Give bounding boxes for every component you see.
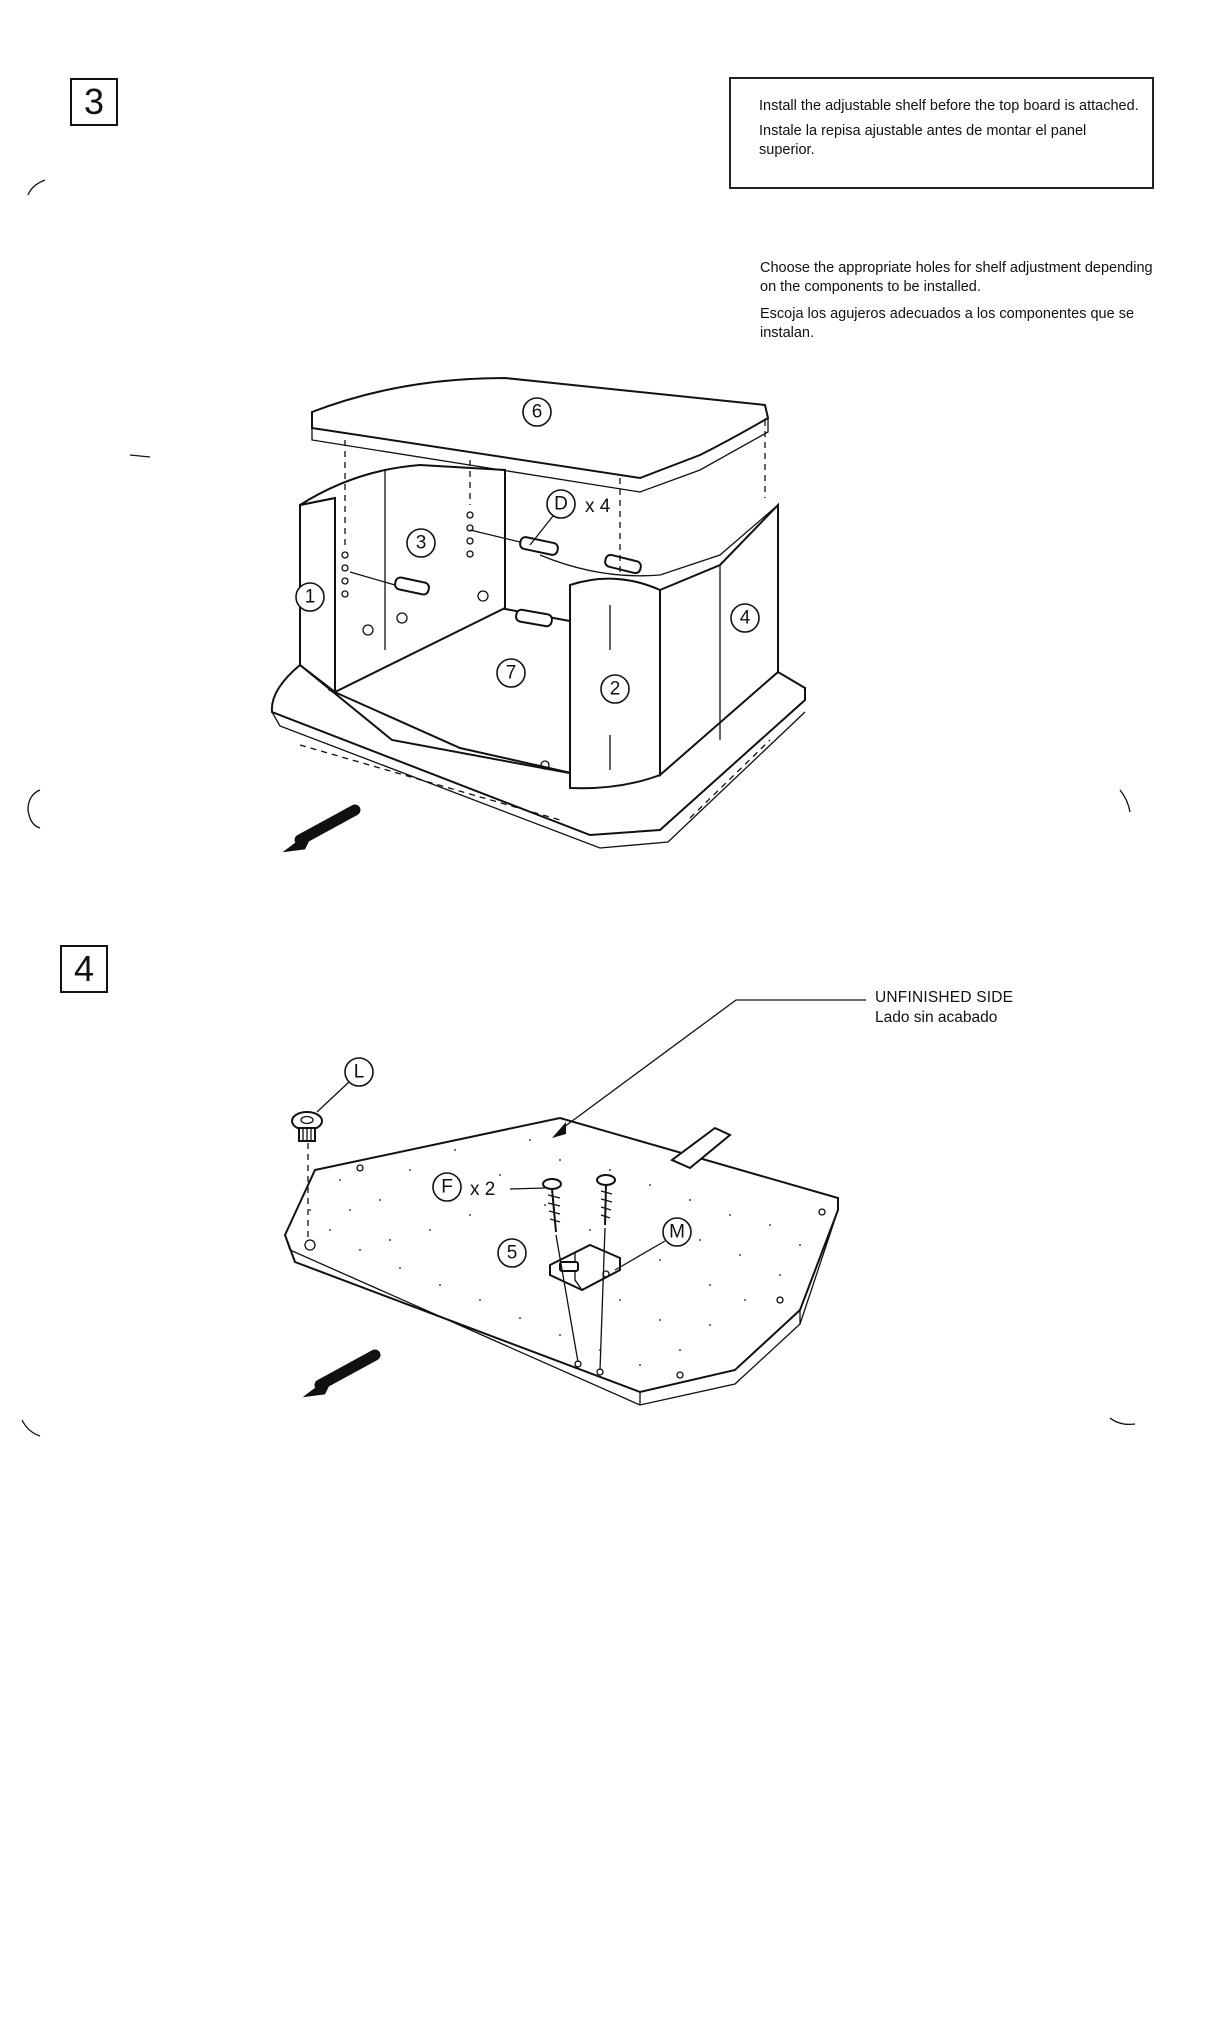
- notice-spanish: Instale la repisa ajustable antes de mon…: [759, 123, 1087, 158]
- hardware-d-qty: x 4: [585, 496, 611, 517]
- front-direction-arrow-icon: [302, 1349, 381, 1398]
- front-direction-arrow-icon: [282, 804, 361, 853]
- side-panel-4: [659, 502, 779, 778]
- hardware-l-label: L: [354, 1062, 365, 1083]
- unfinished-surface-texture: [309, 1139, 801, 1366]
- part-7-label: 7: [506, 663, 517, 684]
- part-1-label: 1: [305, 587, 316, 608]
- screw-icon: [542, 1174, 616, 1233]
- wooden-dowel-icon: [394, 536, 642, 628]
- step-3-notice: Install the adjustable shelf before the …: [729, 77, 1154, 189]
- part-3-label: 3: [416, 533, 427, 554]
- part-5-label: 5: [507, 1243, 518, 1264]
- part-4-label: 4: [740, 608, 751, 629]
- shelf-board-5: [283, 1116, 839, 1394]
- notice-english: Install the adjustable shelf before the …: [759, 98, 1139, 114]
- callout-spanish: Lado sin acabado: [875, 1009, 998, 1026]
- hardware-f-label: F: [441, 1177, 453, 1198]
- top-board-6: [311, 376, 770, 480]
- unfinished-side-callout: UNFINISHED SIDE Lado sin acabado: [875, 988, 1013, 1028]
- callout-english: UNFINISHED SIDE: [875, 989, 1014, 1006]
- tape-strip: [670, 1126, 732, 1170]
- hardware-m-label: M: [669, 1222, 685, 1243]
- step-3-cabinet-diagram: 6 3 1 7 2 4 D x 4: [270, 376, 806, 853]
- step-4-number: 4: [60, 945, 108, 993]
- adjustable-foot-icon: [291, 1111, 323, 1142]
- instructions-spanish: Escoja los agujeros adecuados a los comp…: [760, 306, 1135, 341]
- part-2-label: 2: [610, 679, 621, 700]
- step-3-number: 3: [70, 78, 118, 126]
- shelf-pin-holes: [341, 511, 474, 598]
- hardware-d-label: D: [554, 494, 568, 515]
- hardware-f-qty: x 2: [470, 1179, 495, 1200]
- step-4-shelf-diagram: L F x 2 M 5: [283, 999, 866, 1406]
- part-6-label: 6: [532, 402, 543, 423]
- instructions-english: Choose the appropriate holes for shelf a…: [760, 260, 1153, 295]
- step-3-instructions: Choose the appropriate holes for shelf a…: [760, 259, 1170, 351]
- magnetic-catch-icon: [549, 1243, 621, 1292]
- scan-edge-marks: [21, 179, 1136, 1437]
